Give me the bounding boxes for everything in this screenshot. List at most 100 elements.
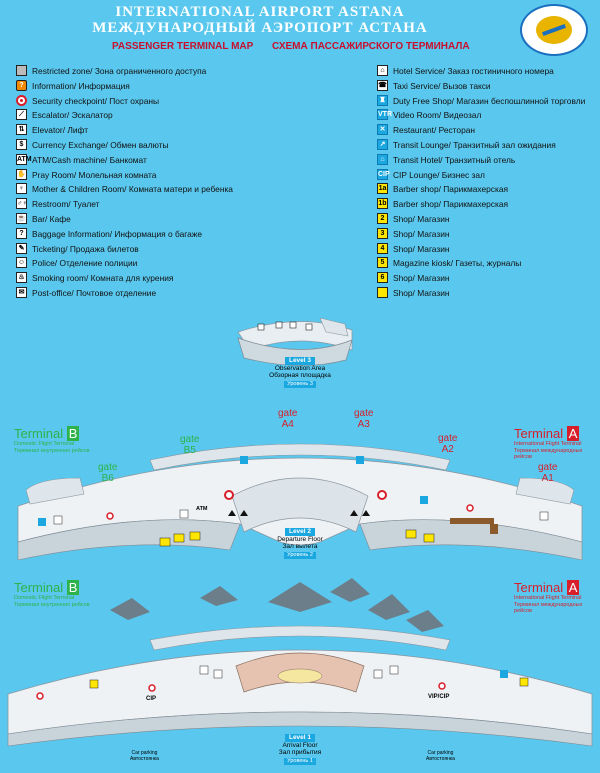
level1-structure — [7, 578, 593, 747]
duty-free-icon: ♜ — [377, 94, 388, 106]
post-office-icon: ✉ — [16, 286, 27, 298]
terminal-b-desc-level1: Domestic Flight Terminal Терминал внутре… — [14, 595, 90, 608]
legend-label: Currency Exchange/ Обмен валюты — [32, 139, 169, 150]
legend-label: Bar/ Кафе — [32, 213, 71, 224]
information-icon: ? — [16, 79, 27, 91]
legend-label: Transit Lounge/ Транзитный зал ожидания — [393, 139, 556, 150]
hotel-service-icon: ⌂ — [377, 65, 388, 76]
terminal-a-desc-level1: International Flight Terminal Терминал м… — [514, 595, 583, 614]
legend-label: Transit Hotel/ Транзитный отель — [393, 154, 516, 165]
magazine-kiosk-icon: 5 — [377, 257, 388, 269]
level1-badge: Level 1 — [284, 734, 316, 742]
legend-label: Smoking room/ Комната для курения — [32, 273, 174, 284]
escalator-icon: ⟋ — [16, 109, 27, 121]
legend-label: Hotel Service/ Заказ гостиничного номера — [393, 66, 554, 76]
level2-structure — [17, 443, 583, 561]
legend-label: Video Room/ Видеозал — [393, 110, 482, 121]
shop-6-icon: 6 — [377, 272, 388, 284]
legend-label: Shop/ Магазин — [393, 287, 450, 298]
transit-hotel-icon: ⌂ — [377, 153, 388, 165]
ticketing-icon: ✎ — [16, 242, 27, 254]
terminal-b-label-level2: Terminal B — [14, 426, 80, 441]
level2-badge: Level 2 — [284, 528, 316, 536]
atm-icon: ATM — [16, 153, 32, 165]
legend-label: ATM/Cash machine/ Банкомат — [32, 154, 147, 165]
legend-label: Shop/ Магазин — [393, 273, 450, 284]
shop-2-icon: 2 — [377, 212, 388, 224]
barber-1b-icon: 1b — [377, 198, 388, 210]
barber-1a-icon: 1a — [377, 183, 388, 195]
currency-exchange-icon: $ — [16, 138, 27, 150]
terminal-map: Level 3 Observation Area Обзорная площад… — [0, 310, 600, 773]
legend-label: Barber shop/ Парикмахерская — [393, 184, 509, 195]
legend-label: Restricted zone/ Зона ограниченного дост… — [32, 66, 207, 76]
level3-ru-badge: Уровень 3 — [284, 380, 316, 388]
smoking-room-icon: ♨ — [16, 272, 27, 284]
level1-name-en: Arrival Floor — [282, 741, 318, 749]
airport-logo — [520, 4, 588, 56]
logo-emblem-icon — [536, 16, 572, 44]
terminal-b-desc-level2: Domestic Flight Terminal Терминал внутре… — [14, 441, 90, 454]
legend-label: Elevator/ Лифт — [32, 125, 89, 136]
police-icon: ☺ — [16, 257, 27, 269]
legend-label: Restaurant/ Ресторан — [393, 125, 476, 136]
restroom-icon: ♂♀ — [16, 198, 28, 210]
legend-label: CIP Lounge/ Бизнес зал — [393, 169, 485, 180]
level1-label: Level 1 Arrival Floor Зал прибытия Урове… — [250, 734, 350, 765]
legend-label: Mother & Children Room/ Комната матери и… — [32, 184, 233, 195]
subtitle-ru: СХЕМА ПАССАЖИРСКОГО ТЕРМИНАЛА — [272, 41, 470, 52]
level3-label: Level 3 Observation Area Обзорная площад… — [250, 357, 350, 388]
shop-icon — [377, 286, 388, 298]
level3-name-ru: Обзорная площадка — [269, 372, 331, 379]
shop-3-icon: 3 — [377, 227, 388, 239]
header: INTERNATIONAL AIRPORT ASTANA МЕЖДУНАРОДН… — [0, 0, 600, 58]
legend-label: Barber shop/ Парикмахерская — [393, 199, 509, 210]
legend-label: Taxi Service/ Вызов такси — [393, 80, 491, 91]
legend-label: Shop/ Магазин — [393, 243, 450, 254]
level3-structure — [237, 317, 353, 366]
level1-ru-badge: Уровень 1 — [284, 757, 316, 765]
atm-marker: ATM — [196, 506, 208, 512]
level2-name-en: Departure Floor — [277, 535, 323, 543]
subtitle-en: PASSENGER TERMINAL MAP — [112, 41, 254, 52]
bar-icon: ☕ — [16, 212, 27, 224]
cip-lounge-icon: CIP — [377, 168, 390, 180]
transit-lounge-icon: ↗ — [377, 138, 388, 150]
legend-label: Post-office/ Почтовое отделение — [32, 287, 157, 298]
title-en: INTERNATIONAL AIRPORT ASTANA — [115, 4, 405, 20]
map-drawing — [7, 317, 593, 747]
terminal-a-label-level2: Terminal A — [514, 426, 580, 441]
level2-label: Level 2 Departure Floor Зал вылета Урове… — [250, 528, 350, 559]
title-ru: МЕЖДУНАРОДНЫЙ АЭРОПОРТ АСТАНА — [92, 20, 428, 36]
level1-name-ru: Зал прибытия — [278, 749, 322, 756]
shop-4-icon: 4 — [377, 242, 388, 254]
elevator-icon: ⇅ — [16, 124, 27, 136]
legend-label: Pray Room/ Молельная комната — [32, 169, 157, 180]
legend-label: Magazine kiosk/ Газеты, журналы — [393, 258, 522, 269]
legend-label: Ticketing/ Продажа билетов — [32, 243, 139, 254]
cip-marker: CIP — [146, 696, 157, 702]
legend-label: Shop/ Магазин — [393, 213, 450, 224]
legend-label: Duty Free Shop/ Магазин беспошлинной тор… — [393, 95, 586, 106]
security-checkpoint-icon — [16, 94, 27, 106]
pray-room-icon: ✋ — [16, 168, 27, 180]
terminal-b-label-level1: Terminal B — [14, 580, 80, 595]
restricted-zone-icon — [16, 65, 27, 76]
level3-name-en: Observation Area — [274, 364, 326, 372]
legend-label: Shop/ Магазин — [393, 228, 450, 239]
level2-name-ru: Зал вылета — [282, 543, 318, 550]
level3-badge: Level 3 — [284, 357, 316, 365]
legend-label: Restroom/ Туалет — [32, 199, 100, 210]
terminal-a-desc-level2: International Flight Terminal Терминал м… — [514, 441, 583, 460]
terminal-a-label-level1: Terminal A — [514, 580, 580, 595]
vip-cip-marker: VIP/CIP — [428, 694, 450, 700]
baggage-information-icon: ? — [16, 227, 27, 239]
legend-label: Escalator/ Эскалатор — [32, 110, 113, 121]
